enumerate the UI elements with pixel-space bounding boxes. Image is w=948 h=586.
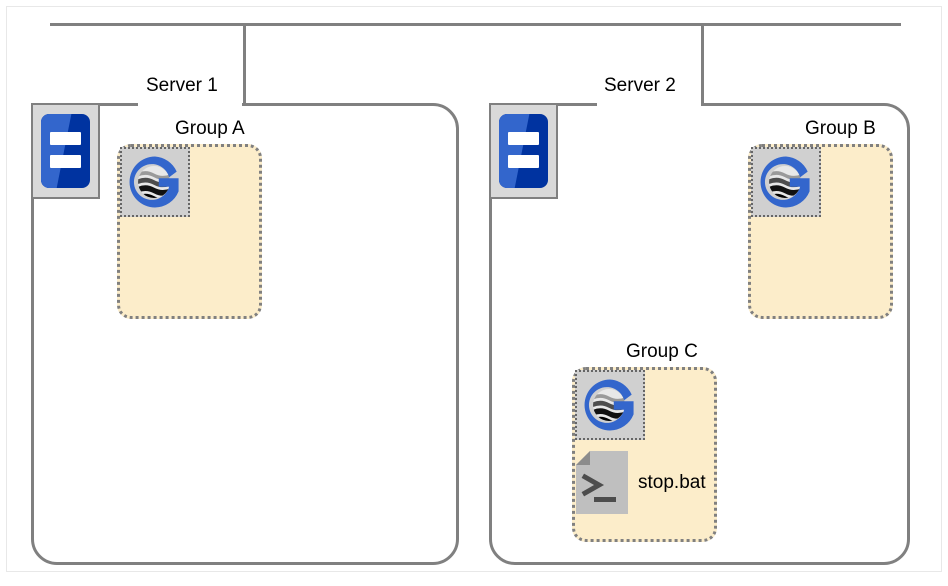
server-icon[interactable] [31, 103, 100, 199]
group-c-label: Group C [626, 341, 698, 362]
server-icon-body [41, 114, 90, 188]
top-bus-line [50, 23, 901, 26]
globe-instance-icon[interactable] [751, 147, 821, 217]
server-2-drop-line [701, 23, 704, 104]
file-label: stop.bat [638, 472, 706, 493]
server-icon-sheen [499, 114, 530, 188]
server-1-label-notch [138, 100, 242, 108]
server-icon-sheen [41, 114, 72, 188]
server-icon-body [499, 114, 548, 188]
server-2-label: Server 2 [604, 75, 676, 96]
bat-file-icon [576, 451, 628, 514]
server-icon[interactable] [489, 103, 558, 199]
group-a-label: Group A [175, 118, 245, 139]
server-2-label-notch [597, 100, 701, 108]
globe-instance-icon[interactable] [120, 147, 190, 217]
server-icon-bar-bottom [50, 155, 81, 168]
server-icon-bar-top [508, 132, 539, 145]
server-1-drop-line [243, 23, 246, 104]
server-1-label: Server 1 [146, 75, 218, 96]
server-icon-bar-bottom [508, 155, 539, 168]
globe-instance-icon[interactable] [575, 370, 645, 440]
group-b-label: Group B [805, 118, 876, 139]
server-icon-bar-top [50, 132, 81, 145]
